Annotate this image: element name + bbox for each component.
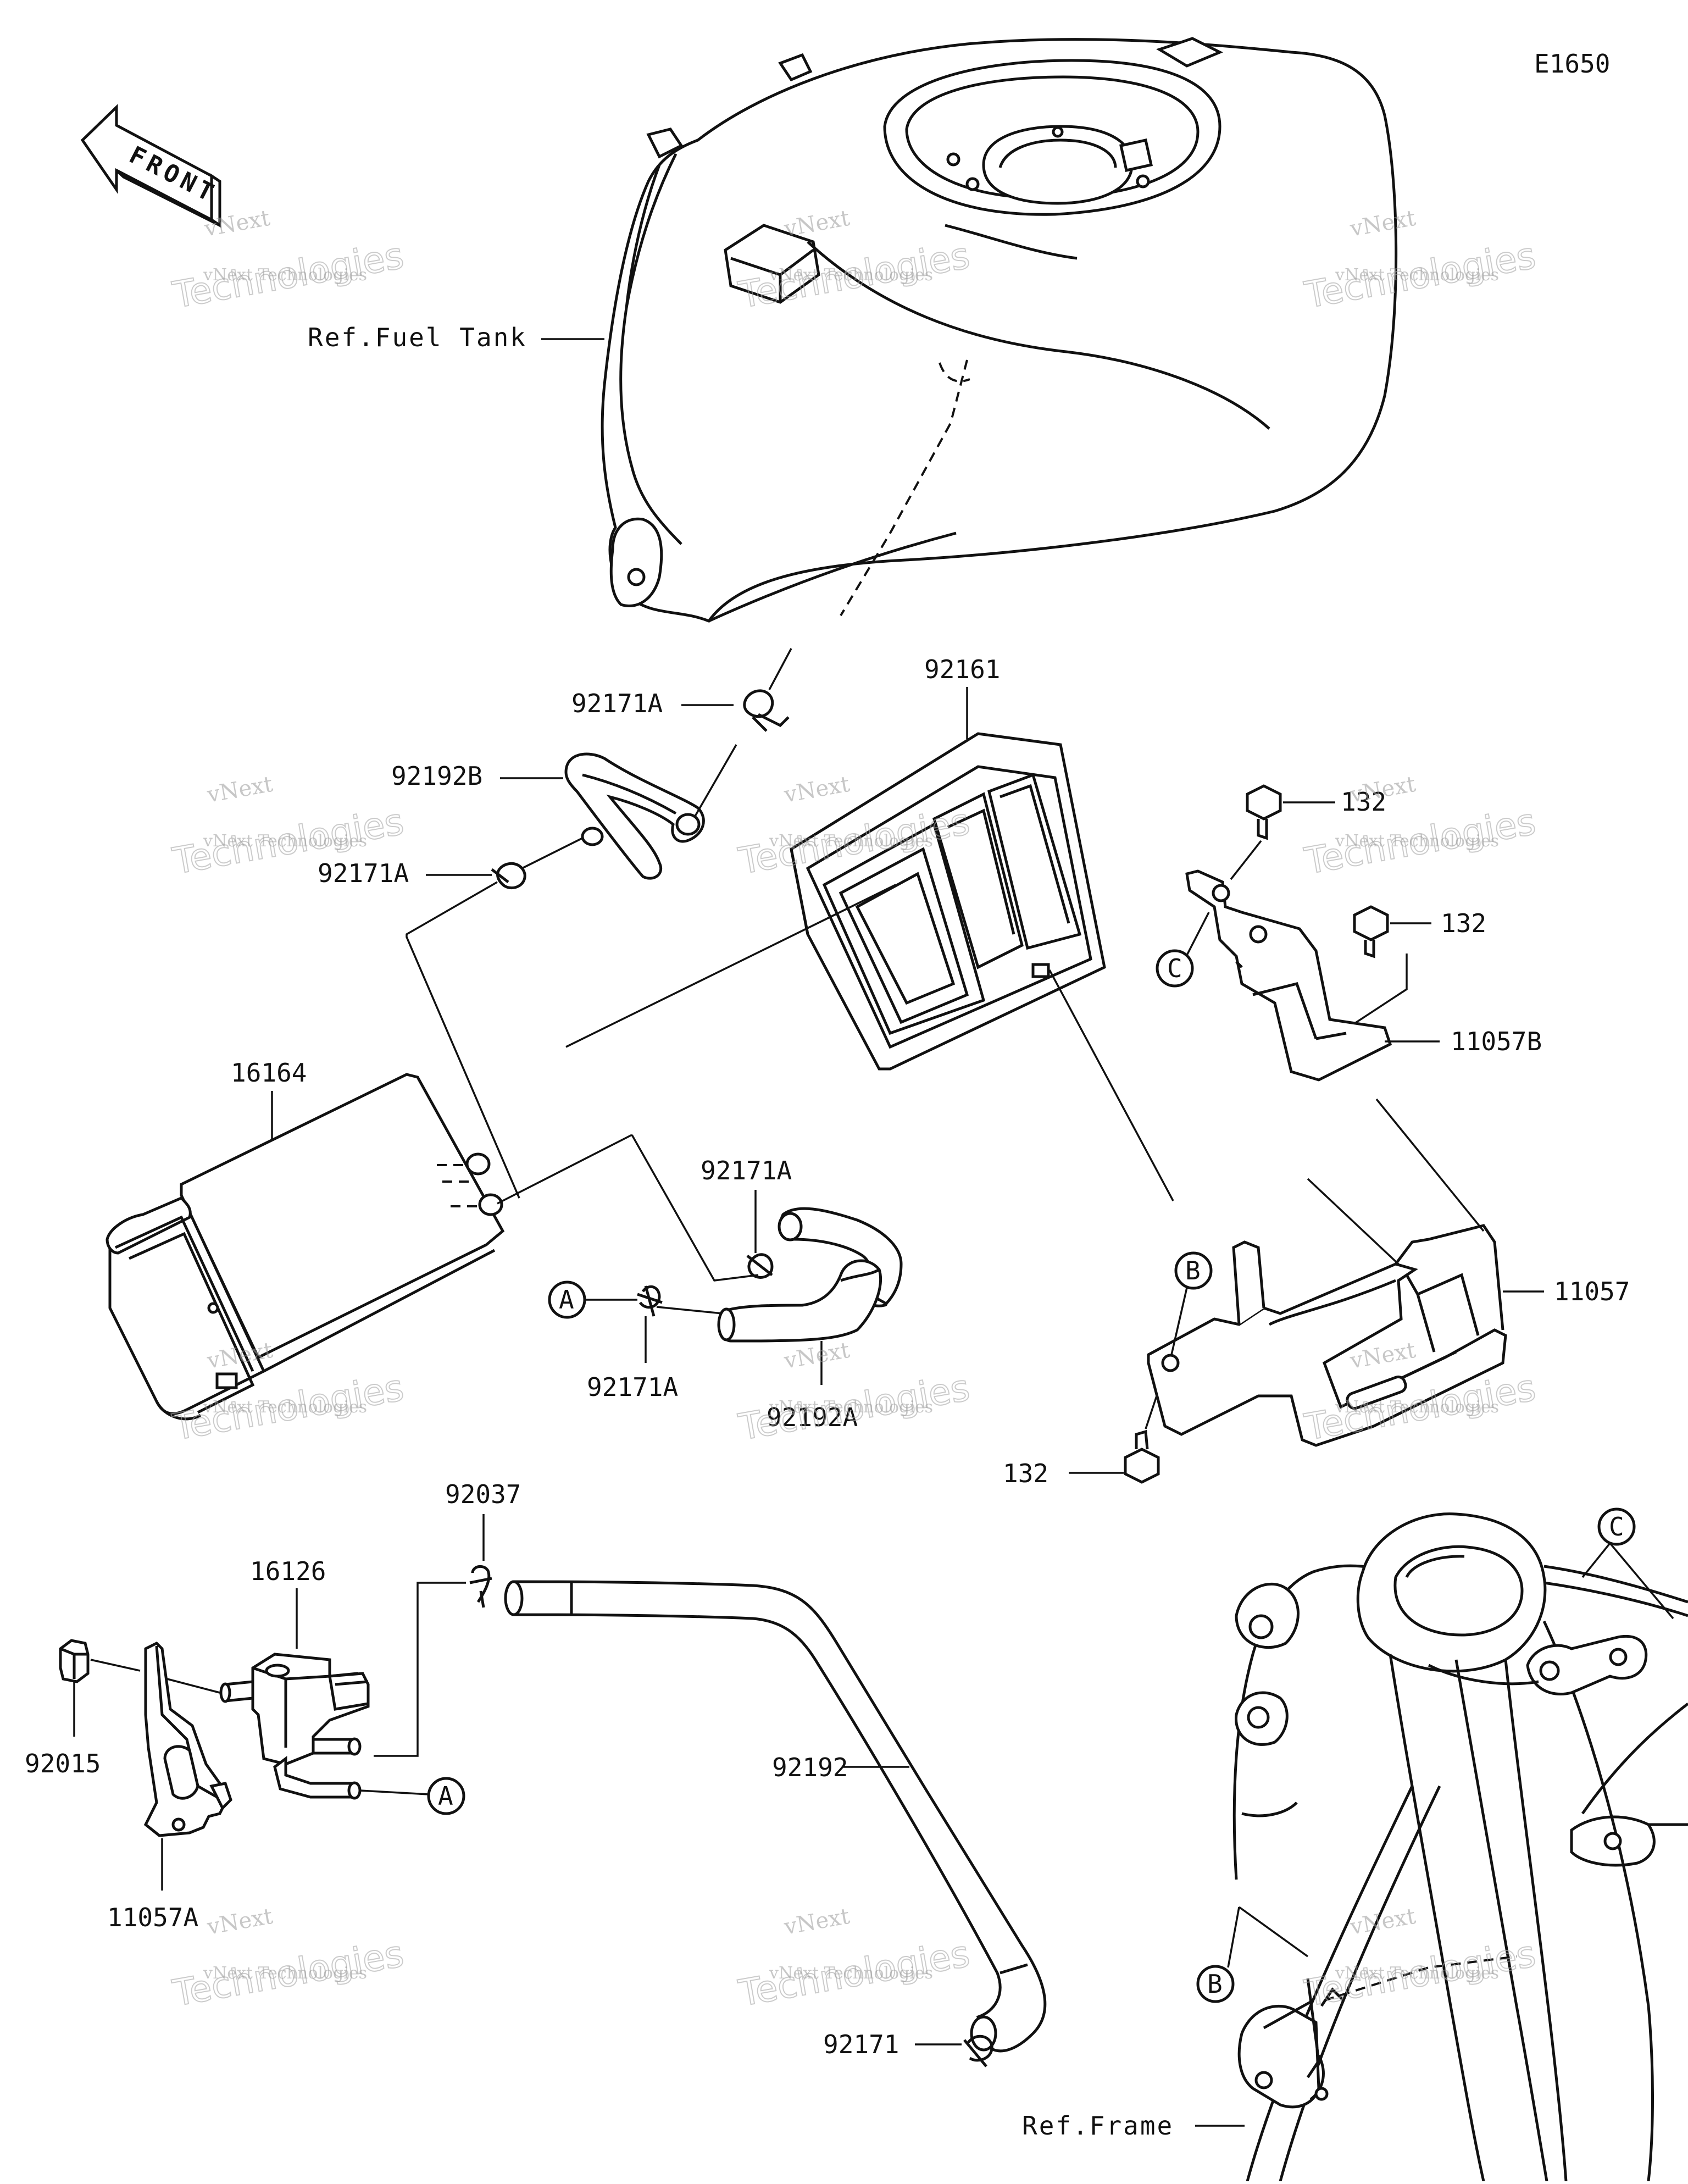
part-92171A-low[interactable]: 92171A [587,1372,678,1402]
svg-text:vNext Technologies: vNext Technologies [203,1398,367,1417]
part-11057B[interactable]: 11057B [1451,1027,1542,1056]
callout-b-upper [1174,1251,1213,1290]
callout-a-upper-label: A [559,1285,574,1315]
part-16164[interactable]: 16164 [231,1058,307,1088]
part-92015[interactable]: 92015 [25,1749,101,1778]
callout-c-upper-label: C [1167,954,1182,983]
callout-c-lower-label: C [1609,1512,1624,1542]
callout-b-upper-label: B [1185,1256,1201,1285]
svg-text:vNext: vNext [782,1904,852,1940]
ref-frame-label: Ref.Frame [1022,2111,1174,2141]
svg-text:vNext Technologies: vNext Technologies [769,265,933,285]
valve-16126 [219,1653,370,1800]
part-92161[interactable]: 92161 [924,655,1000,684]
svg-text:vNext Technologies: vNext Technologies [203,265,367,285]
diagram-id: E1650 [1534,49,1610,79]
nut-92015 [59,1639,90,1683]
bracket-11057 [1147,1224,1507,1447]
bolt-132-a [1246,784,1282,840]
clamp-92171A-low [637,1285,663,1317]
svg-text:vNext Technologies: vNext Technologies [203,1964,367,1983]
svg-text:vNext: vNext [1348,1904,1418,1940]
svg-text:vNext: vNext [205,1904,275,1940]
svg-text:vNext Technologies: vNext Technologies [769,832,933,851]
part-132-a[interactable]: 132 [1341,787,1386,817]
front-arrow-icon: FRONT [80,104,222,228]
part-16126[interactable]: 16126 [250,1556,326,1586]
clamp-92171 [963,2035,993,2067]
bolt-132-b [1353,905,1389,958]
svg-text:vNext Technologies: vNext Technologies [203,832,367,851]
svg-text:vNext: vNext [1348,772,1418,808]
part-92171A-left[interactable]: 92171A [318,858,409,888]
cover-92161 [790,732,1106,1071]
part-11057A[interactable]: 11057A [107,1903,198,1932]
fuel-tank [601,37,1398,623]
clamp-92171A-top [743,689,790,732]
part-92171[interactable]: 92171 [823,2030,899,2059]
frame [1232,1512,1688,2182]
canister-16164 [106,1073,505,1421]
part-11057[interactable]: 11057 [1554,1277,1630,1306]
hose-92192 [504,1580,1047,2053]
svg-text:vNext: vNext [782,772,852,808]
part-92192[interactable]: 92192 [772,1753,848,1782]
callout-c-upper [1156,949,1194,988]
hose-92192A [717,1259,882,1343]
callout-b-lower-label: B [1207,1969,1223,1999]
part-132-b[interactable]: 132 [1441,908,1486,938]
callout-b-lower [1196,1965,1235,2003]
clamp-92171A-mid [746,1253,774,1279]
bracket-11057A [143,1641,232,1837]
callout-a-lower-label: A [438,1781,453,1811]
part-92171A-top[interactable]: 92171A [571,689,663,718]
clip-92037 [469,1565,492,1608]
svg-text:vNext Technologies: vNext Technologies [1335,1398,1499,1417]
svg-text:vNext Technologies: vNext Technologies [769,1964,933,1983]
callout-a-lower [427,1777,465,1815]
part-132-c[interactable]: 132 [1003,1459,1048,1488]
ref-fuel-tank-label: Ref.Fuel Tank [308,323,527,352]
svg-text:vNext Technologies: vNext Technologies [1335,1964,1499,1983]
clamp-92171A-left [491,862,526,890]
svg-text:vNext: vNext [205,772,275,808]
svg-text:vNext: vNext [782,1338,852,1374]
part-92171A-mid[interactable]: 92171A [701,1156,792,1185]
bolt-132-c [1124,1429,1160,1484]
bracket-11057B [1185,869,1392,1082]
svg-text:vNext Technologies: vNext Technologies [1335,832,1499,851]
callout-c-lower [1597,1507,1636,1546]
part-92037[interactable]: 92037 [445,1479,521,1509]
svg-text:vNext Technologies: vNext Technologies [1335,265,1499,285]
part-92192B[interactable]: 92192B [391,761,482,791]
hose-92192B [564,752,705,880]
part-92192A[interactable]: 92192A [767,1403,858,1432]
svg-text:vNext Technologies: vNext Technologies [769,1398,933,1417]
